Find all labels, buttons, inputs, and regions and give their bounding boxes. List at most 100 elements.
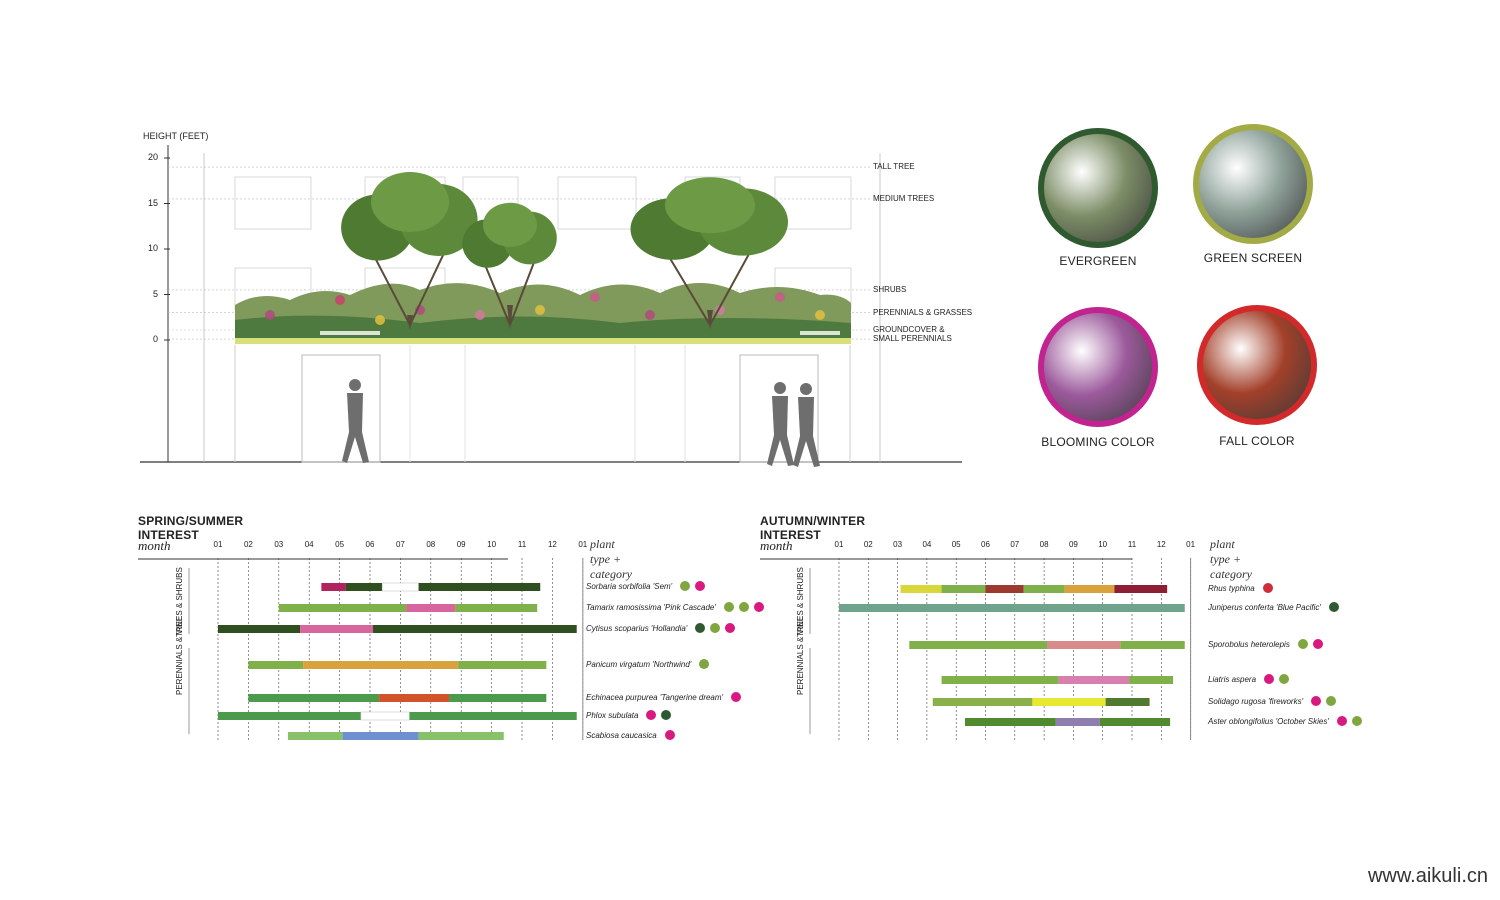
month-label: 04 <box>304 540 314 549</box>
category-dot <box>710 623 721 633</box>
month-label: 11 <box>1127 540 1137 549</box>
bar-segment <box>1129 676 1174 684</box>
bar-segment <box>373 625 577 633</box>
month-axis-label: month <box>138 538 171 553</box>
category-dot <box>1312 639 1323 649</box>
medium-tree-canopy <box>371 172 449 232</box>
plant-name: Tamarix ramosissima 'Pink Cascade' <box>586 603 716 612</box>
watermark: www.aikuli.cn <box>1367 865 1488 887</box>
bar-segment <box>1114 585 1168 593</box>
group-label: PERENNIALS & VINE <box>796 615 805 695</box>
bar-segment <box>218 625 301 633</box>
month-label: 05 <box>335 540 345 549</box>
entry-door <box>739 354 819 463</box>
bar-segment <box>218 712 361 720</box>
category-column-label: plant type + category <box>590 537 632 581</box>
month-label: 01 <box>1186 540 1196 549</box>
category-dot <box>661 710 672 720</box>
medium-tree-trunk <box>707 310 713 330</box>
plant-name: Phlox subulata <box>586 711 639 720</box>
medium-tree-trunk <box>407 315 413 330</box>
bar-segment <box>300 625 374 633</box>
category-dot <box>1311 696 1322 706</box>
bar-segment <box>964 718 1056 726</box>
tier-label: PERENNIALS & GRASSES <box>873 307 973 317</box>
category-dot <box>695 581 706 591</box>
month-label: 03 <box>893 540 903 549</box>
bar-segment <box>1055 718 1100 726</box>
category-dot <box>699 659 710 669</box>
height-axis-label: HEIGHT (FEET) <box>143 131 209 141</box>
bar-segment <box>941 585 986 593</box>
bar-segment <box>379 694 450 702</box>
gantt-title: SPRING/SUMMER INTEREST <box>138 514 244 542</box>
bar-segment <box>1032 698 1106 706</box>
category-dot <box>1336 716 1347 726</box>
tier-label: SMALL PERENNIALS <box>873 334 952 344</box>
month-label: 01 <box>578 540 588 549</box>
category-dot <box>1297 639 1308 649</box>
month-label: 07 <box>395 540 405 549</box>
bar-segment <box>985 585 1024 593</box>
plant-name: Juniperus conferta 'Blue Pacific' <box>1208 603 1321 612</box>
category-dot <box>738 602 749 612</box>
category-dot <box>723 602 734 612</box>
flower-accent <box>645 310 655 320</box>
bar-segment <box>900 585 942 593</box>
bar-segment <box>455 604 538 612</box>
bar-segment <box>839 604 1185 612</box>
flower-accent <box>475 310 485 320</box>
category-column-label: plant type + category <box>1210 537 1252 581</box>
bar-segment <box>449 694 547 702</box>
month-label: 07 <box>1010 540 1020 549</box>
bar-segment <box>303 661 459 669</box>
groundcover-bloom <box>800 331 840 335</box>
plant-name: Scabiosa caucasica <box>586 731 657 740</box>
category-dot <box>1351 716 1362 726</box>
category-dot <box>725 623 736 633</box>
pedestrian-figure <box>793 383 820 467</box>
flower-accent <box>375 315 385 325</box>
height-tick-label: 5 <box>152 288 158 299</box>
month-label: 12 <box>1156 540 1166 549</box>
category-dot <box>1264 674 1275 684</box>
bar-segment <box>418 583 541 591</box>
building-window <box>557 176 637 230</box>
medium-tree-canopy <box>483 202 537 247</box>
bar-segment <box>1099 718 1171 726</box>
bar-segment <box>342 732 419 740</box>
swatch-label: BLOOMING COLOR <box>1041 435 1155 449</box>
entry-door <box>301 354 381 463</box>
bar-segment <box>1105 698 1150 706</box>
plant-name: Liatris aspera <box>1208 675 1257 684</box>
medium-tree-trunk <box>507 305 513 330</box>
pedestrian-figure <box>342 379 369 463</box>
plant-name: Echinacea purpurea 'Tangerine dream' <box>586 693 724 702</box>
category-dot <box>1326 696 1337 706</box>
flower-accent <box>535 305 545 315</box>
groundcover-bloom <box>320 331 380 335</box>
gantt-title: AUTUMN/WINTER INTEREST <box>760 514 866 542</box>
medium-tree-branches <box>664 242 756 326</box>
month-label: 01 <box>213 540 223 549</box>
swatch-label: GREEN SCREEN <box>1203 251 1303 265</box>
bar-segment <box>458 661 547 669</box>
swatch-label: FALL COLOR <box>1219 434 1295 448</box>
bar-segment <box>1120 641 1185 649</box>
bar-segment <box>1064 585 1115 593</box>
pedestrian-figure <box>767 382 794 466</box>
bar-segment <box>345 583 383 591</box>
month-label: 08 <box>426 540 436 549</box>
bar-segment <box>248 694 380 702</box>
month-label: 03 <box>274 540 284 549</box>
bar-segment <box>409 712 577 720</box>
month-label: 02 <box>863 540 873 549</box>
month-label: 05 <box>951 540 961 549</box>
flower-accent <box>335 295 345 305</box>
medium-tree-branches <box>370 242 450 326</box>
tier-label: SHRUBS <box>873 284 907 294</box>
height-tick-label: 10 <box>147 243 158 253</box>
